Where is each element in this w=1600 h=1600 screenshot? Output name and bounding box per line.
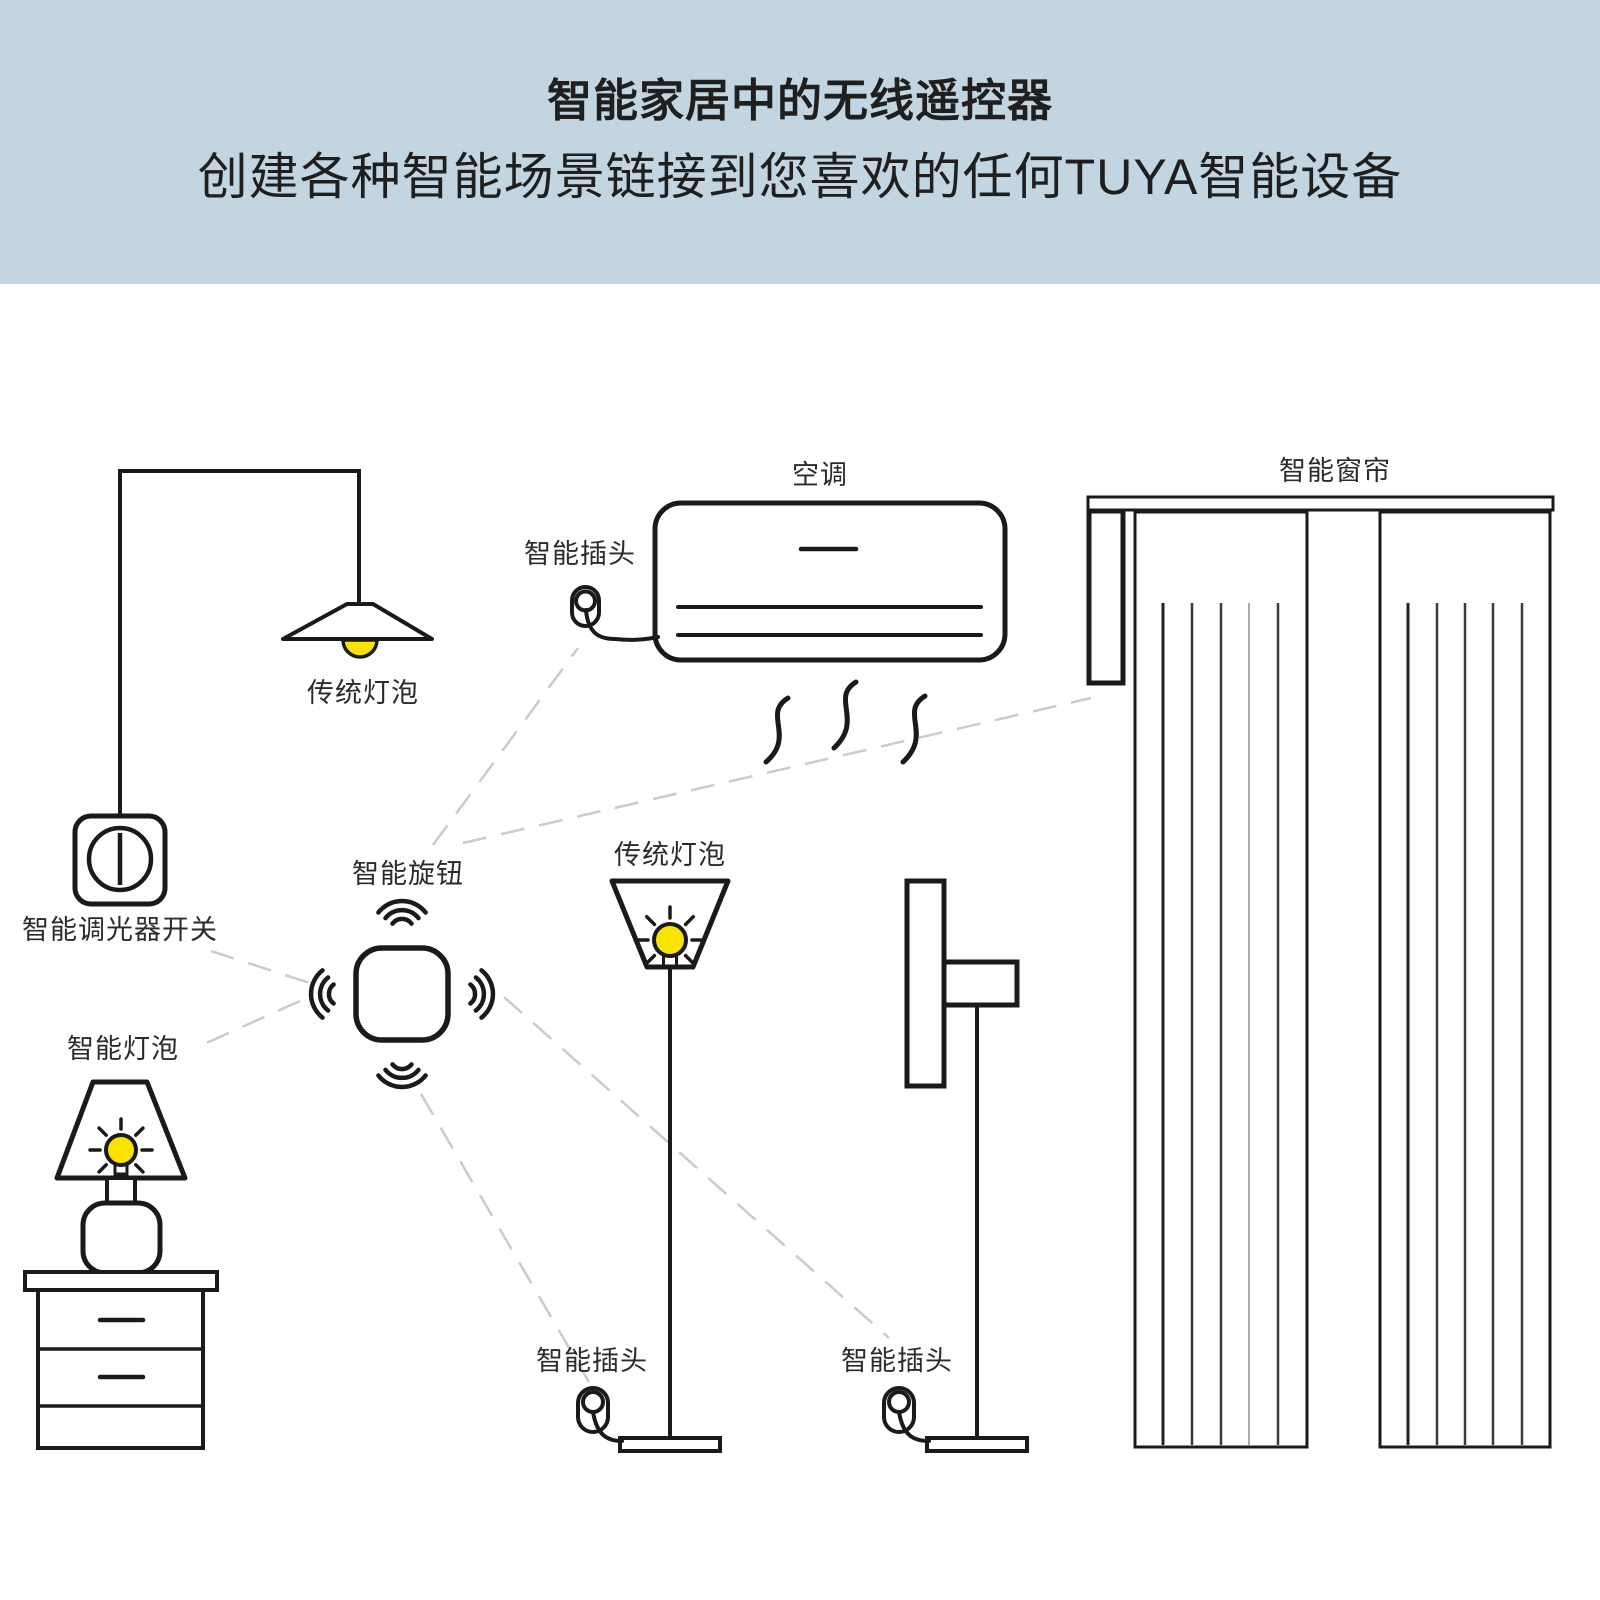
curtain-pleats-left	[1161, 603, 1280, 1445]
link-knob-to-fan-plug	[503, 996, 890, 1339]
label-smart-dimmer-switch: 智能调光器开关	[22, 915, 218, 945]
label-smart-knob: 智能旋钮	[352, 859, 464, 889]
smart-dimmer-switch	[72, 813, 168, 907]
curtain-motor	[1086, 508, 1126, 686]
pendant-shade	[281, 602, 434, 641]
label-smart-plug-floor-lamp: 智能插头	[536, 1346, 648, 1376]
ac-body	[652, 500, 1008, 663]
floor-lamp	[576, 878, 731, 1453]
label-air-conditioner: 空调	[792, 460, 848, 490]
smart-plug-icon-floor-lamp	[576, 1386, 624, 1443]
link-knob-to-ac-plug	[431, 647, 580, 846]
nightstand-table-lamp	[23, 1079, 219, 1450]
wifi-waves-top-icon	[376, 898, 428, 926]
page-subtitle: 创建各种智能场景链接到您喜欢的任何TUYA智能设备	[197, 149, 1403, 205]
smart-knob	[308, 898, 496, 1090]
label-smart-plug-fan: 智能插头	[841, 1346, 953, 1376]
pendant-bulb-icon	[341, 638, 379, 659]
fan-motor	[941, 959, 1020, 1008]
label-traditional-bulb-pendant: 传统灯泡	[307, 678, 419, 708]
smart-plug-icon-ac	[570, 585, 660, 642]
nightstand-cabinet	[36, 1288, 205, 1450]
curtain-pleats-right	[1406, 603, 1524, 1445]
link-knob-to-dimmer	[210, 949, 314, 986]
label-smart-plug-ac: 智能插头	[524, 539, 636, 569]
wifi-waves-bottom-icon	[376, 1062, 428, 1090]
smart-curtain	[1086, 495, 1555, 1449]
curtain-rail	[1086, 495, 1555, 512]
lamp-body	[80, 1200, 163, 1276]
pendant-wire	[118, 469, 361, 816]
page-title: 智能家居中的无线遥控器	[546, 75, 1053, 126]
bulb-rays	[635, 905, 705, 966]
link-knob-to-curtain	[462, 696, 1092, 845]
link-knob-to-smart-bulb	[192, 999, 301, 1051]
fan-blade-housing	[904, 878, 947, 1089]
header-banner: 智能家居中的无线遥控器 创建各种智能场景链接到您喜欢的任何TUYA智能设备	[0, 0, 1600, 284]
nightstand-top	[23, 1270, 219, 1292]
bulb-rays	[88, 1117, 154, 1174]
standing-fan	[882, 878, 1029, 1453]
wifi-waves-right-icon	[468, 968, 496, 1020]
dimmer-knob-circle	[86, 825, 154, 893]
smart-bulb-icon	[104, 1133, 138, 1167]
air-conditioner	[570, 500, 1008, 765]
wireless-links	[192, 647, 1092, 1383]
wifi-waves-left-icon	[308, 968, 336, 1020]
fan-base	[925, 1436, 1029, 1453]
floor-lamp-base	[618, 1436, 722, 1453]
label-smart-bulb: 智能灯泡	[67, 1034, 179, 1064]
diagram-canvas: 空调 智能窗帘 智能插头 传统灯泡 传统灯泡 智能旋钮 智能调光器开关 智能灯泡…	[0, 284, 1600, 1600]
pendant-lamp	[118, 469, 434, 816]
label-smart-curtain: 智能窗帘	[1279, 456, 1391, 486]
link-knob-to-lamp-plug	[419, 1093, 591, 1383]
lamp-neck	[105, 1176, 137, 1205]
label-traditional-bulb-floor-lamp: 传统灯泡	[614, 840, 726, 870]
smart-plug-icon-fan	[882, 1386, 931, 1443]
smart-knob-body	[353, 945, 451, 1043]
ac-airflow-waves	[763, 679, 928, 765]
traditional-bulb-icon	[652, 922, 688, 958]
